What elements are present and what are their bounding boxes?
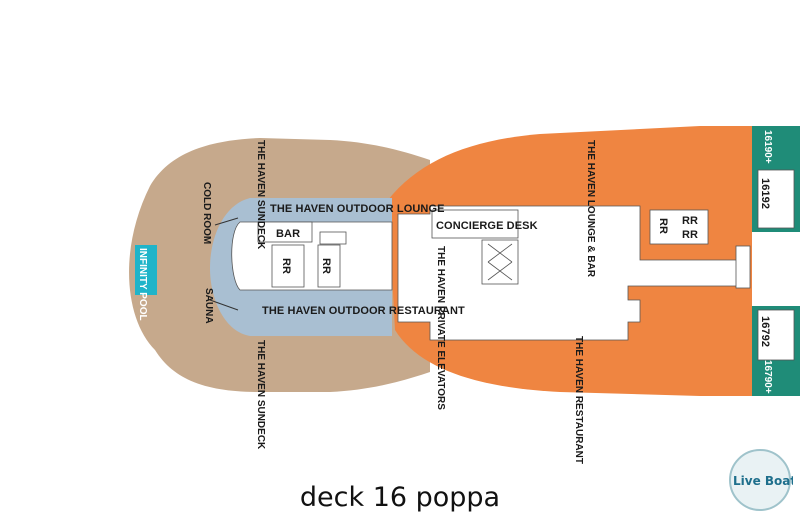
- suite-white-top: [757, 169, 795, 229]
- indoor-inner: [397, 205, 749, 341]
- label-rr-3: RR: [657, 218, 669, 234]
- svg-text:Live Boat: Live Boat: [733, 474, 793, 488]
- label-sundeck-top: THE HAVEN SUNDECK: [255, 140, 266, 250]
- deck-caption: deck 16 poppa: [299, 482, 501, 513]
- label-rr-2: RR: [320, 258, 332, 274]
- elevator-x: [487, 243, 513, 281]
- label-restaurant: THE HAVEN RESTAURANT: [573, 336, 584, 464]
- label-bar: BAR: [276, 228, 300, 240]
- label-infinity-pool: INFINITY POOL: [137, 248, 148, 321]
- rr-room-1: [271, 244, 305, 288]
- stair-1: [319, 231, 347, 245]
- label-rr-4: RR: [682, 215, 698, 227]
- infinity-pool: [135, 245, 157, 295]
- cabin-16790: 16790+: [762, 360, 773, 394]
- label-outdoor-lounge: THE HAVEN OUTDOOR LOUNGE: [270, 203, 445, 215]
- rr-block: [649, 209, 709, 245]
- cabin-16792: 16792: [759, 316, 771, 347]
- label-concierge-desk: CONCIERGE DESK: [436, 220, 538, 232]
- bar-room: [257, 221, 313, 243]
- label-sauna: SAUNA: [203, 288, 214, 324]
- label-rr-5: RR: [682, 229, 698, 241]
- concierge-box: [431, 209, 519, 239]
- label-sundeck-bottom: THE HAVEN SUNDECK: [255, 340, 266, 450]
- label-outdoor-restaurant: THE HAVEN OUTDOOR RESTAURANT: [262, 305, 465, 317]
- cabin-16190: 16190+: [762, 130, 773, 164]
- label-private-elevators: THE HAVEN PRIVATE ELEVATORS: [435, 246, 446, 410]
- label-lounge-bar: THE HAVEN LOUNGE & BAR: [585, 140, 596, 278]
- suite-white-bottom: [757, 309, 795, 361]
- rr-room-2: [317, 244, 341, 288]
- elevator-box: [481, 239, 519, 285]
- cabin-16192: 16192: [759, 178, 771, 209]
- label-cold-room: COLD ROOM: [201, 182, 212, 244]
- stair-2: [735, 245, 751, 289]
- cold-room-wall: [209, 217, 239, 311]
- label-rr-1: RR: [280, 258, 292, 274]
- live-boat-logo: Live Boat: [729, 449, 793, 511]
